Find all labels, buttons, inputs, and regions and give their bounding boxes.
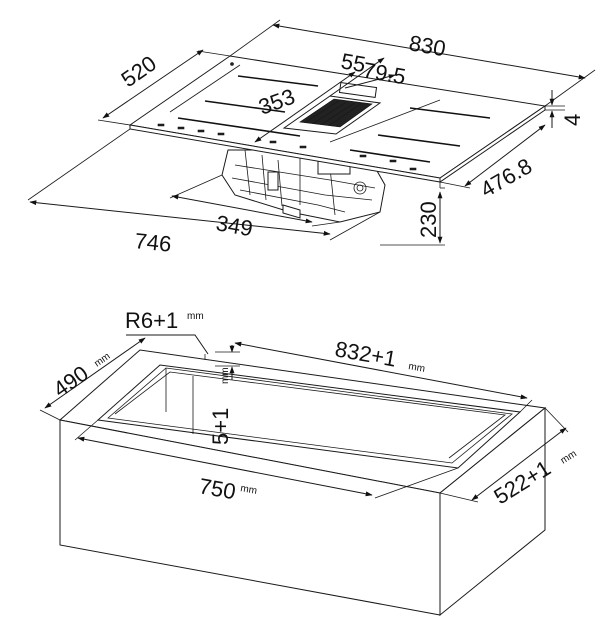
dim-520: 520	[117, 51, 161, 93]
dim-476-8: 476.8	[476, 153, 536, 202]
dim-349: 349	[214, 210, 255, 241]
control-markers	[157, 62, 417, 171]
dim-radius-unit: mm	[187, 311, 204, 322]
dim-522-unit: mm	[559, 448, 579, 466]
dimension-lines-bottom	[39, 334, 569, 503]
dim-5: 5+1	[208, 408, 233, 445]
dim-746: 746	[133, 228, 172, 257]
dim-55: 55	[339, 48, 367, 77]
dimension-lines-top	[27, 19, 596, 246]
dim-radius: R6+1	[125, 308, 178, 333]
dim-830: 830	[407, 30, 448, 61]
extractor-box	[221, 149, 386, 223]
dim-4: 4	[560, 114, 585, 126]
hob-drawing: 830 520 55 79.5 353 4 476.8 746 349 230	[27, 19, 596, 257]
dim-750-unit: mm	[239, 483, 257, 497]
dim-230: 230	[416, 201, 441, 238]
dim-490-unit: mm	[92, 351, 112, 370]
dim-832: 832+1	[333, 336, 398, 371]
dim-5-unit: mm	[220, 367, 231, 384]
cutout-drawing: R6+1 mm 490 mm 832+1 mm 5+1 mm 750 mm 52…	[39, 308, 579, 617]
dim-832-unit: mm	[407, 361, 425, 375]
dim-490: 490	[49, 361, 93, 403]
cooking-zone-right	[329, 99, 491, 163]
